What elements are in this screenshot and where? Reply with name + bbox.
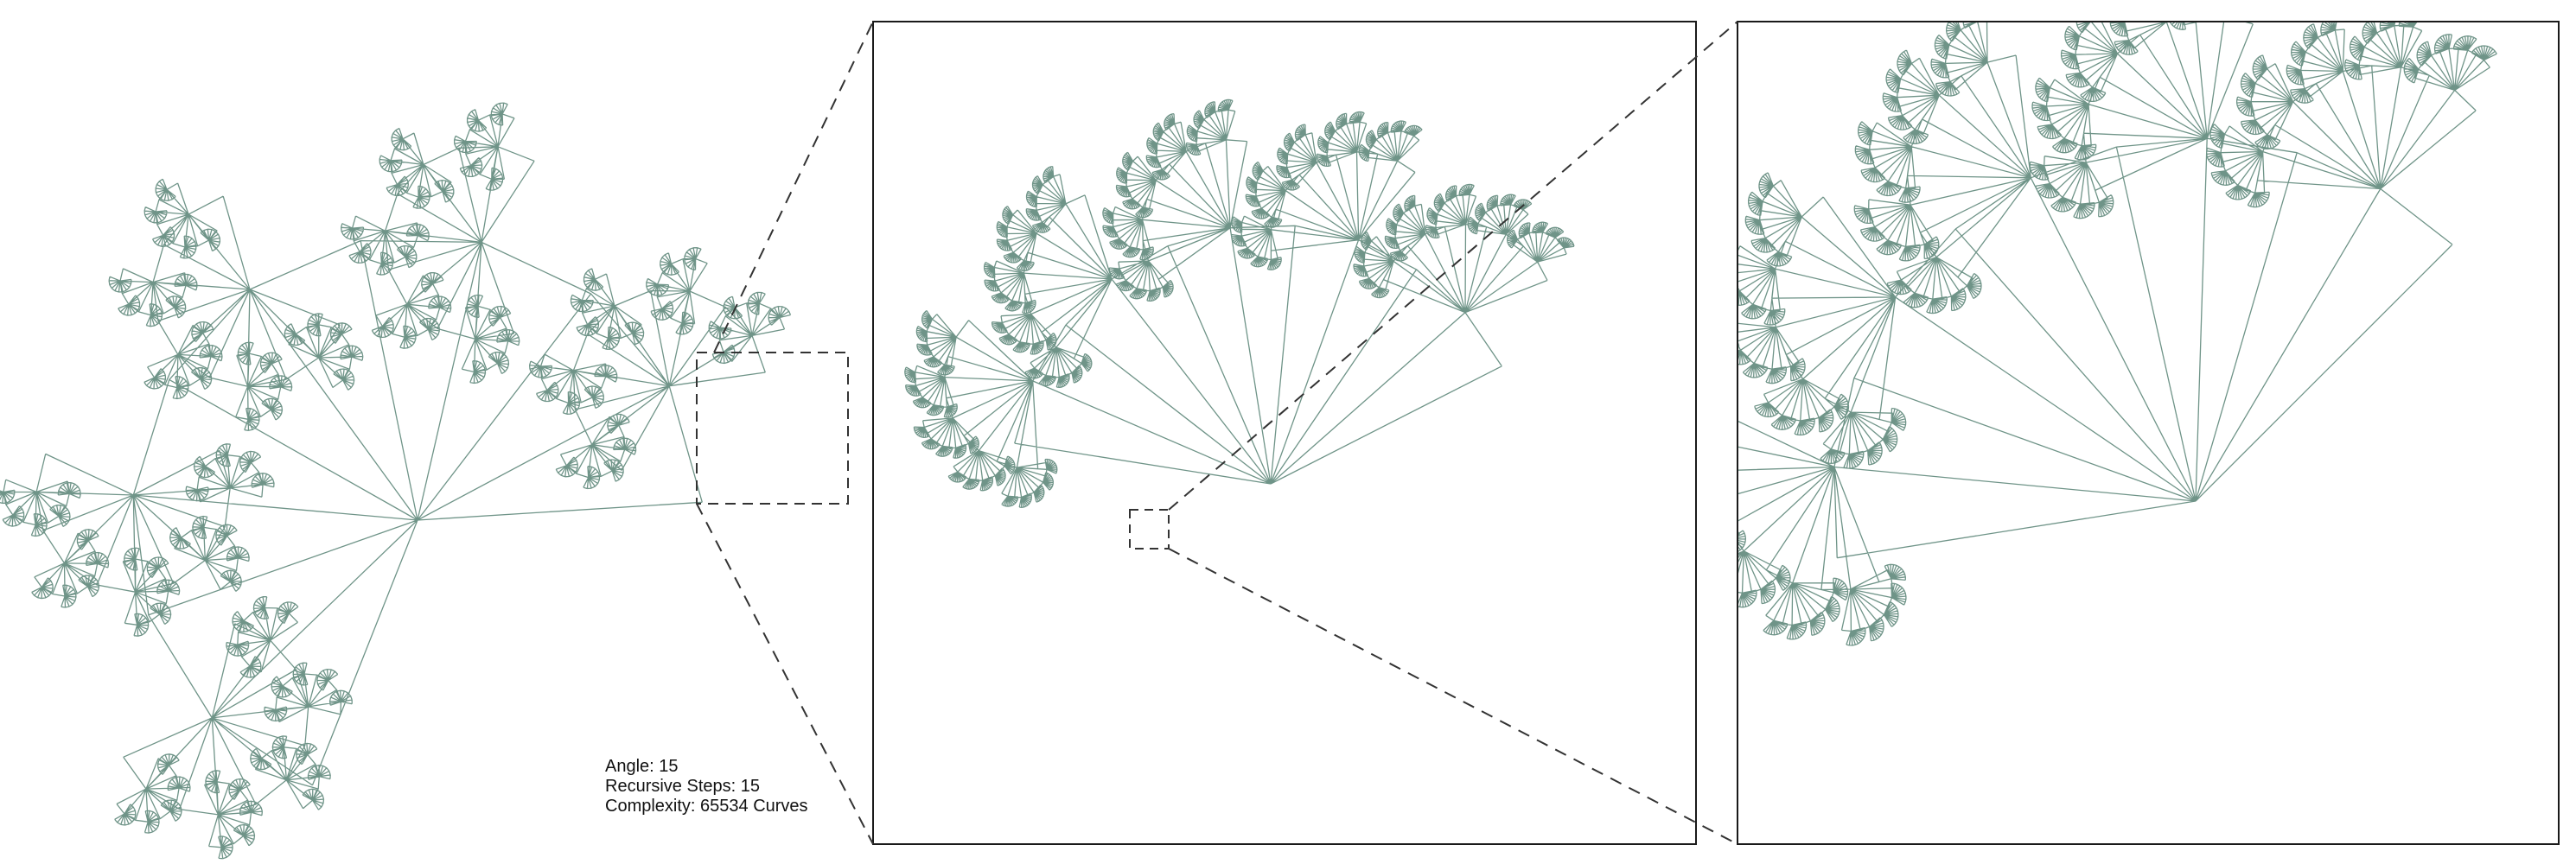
fractal-info-panel: Angle: 15 Recursive Steps: 15 Complexity…	[605, 757, 808, 816]
zoom-connector-bottom-1	[696, 503, 874, 845]
zoom-panel-2	[1737, 21, 2560, 845]
fractal-curve-lines	[904, 98, 1575, 508]
zoom-view-1	[904, 98, 1575, 508]
zoom-connector-bottom-2	[1168, 548, 1738, 845]
zoom-connector-top-2	[1168, 21, 1738, 511]
zoom-panel-1-frame	[872, 21, 1697, 845]
zoom-panel-1	[872, 21, 1697, 845]
main-fractal-view	[0, 102, 792, 860]
zoom-selection-box-2	[1129, 509, 1170, 550]
zoom-view-2	[1738, 22, 2497, 646]
fractal-curve-lines	[1738, 22, 2497, 646]
angle-label: Angle: 15	[605, 757, 679, 776]
zoom-connector-top-1	[713, 21, 874, 353]
zoom-selection-box-1	[696, 352, 849, 505]
recursive-steps-label: Recursive Steps: 15	[605, 777, 760, 796]
complexity-label: Complexity: 65534 Curves	[605, 797, 808, 816]
zoom-panel-2-frame	[1737, 21, 2560, 845]
fractal-curve-lines	[0, 102, 792, 860]
